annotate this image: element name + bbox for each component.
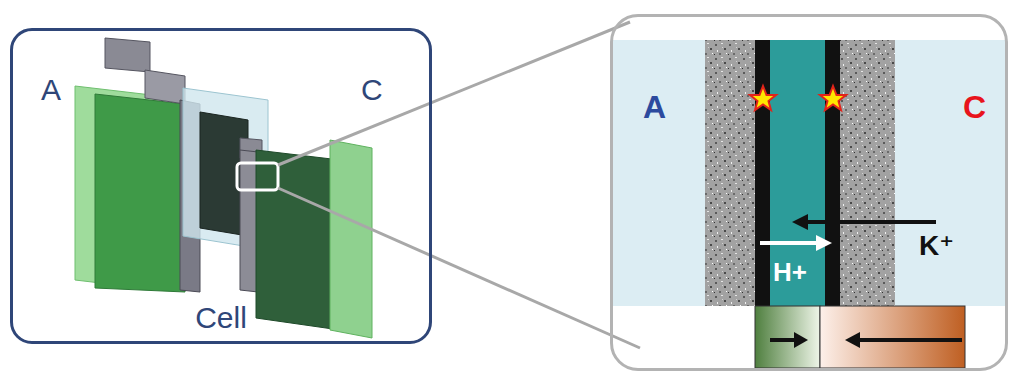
arrow-head: [845, 332, 860, 348]
star-marker: [820, 86, 846, 110]
cathode-label: C: [963, 91, 986, 123]
ion-label: K⁺: [919, 232, 954, 260]
zoom-line: [278, 22, 630, 165]
cathode-endplate: [256, 150, 340, 330]
gradient-bar-cathode: [820, 306, 965, 368]
arrow-head: [794, 332, 808, 348]
membrane: [770, 40, 825, 306]
bar-arrow: [770, 338, 796, 342]
magnified-panel: A C K⁺ H+: [610, 14, 1008, 371]
cell-label: Cell: [195, 303, 247, 333]
magnified-view: [613, 40, 1006, 368]
electrolyte: [613, 40, 1006, 306]
bar-arrow: [858, 338, 962, 342]
anode-label: A: [643, 91, 666, 123]
cathode-electrode: [838, 40, 895, 306]
anode-tab-base: [145, 70, 185, 104]
zoom-line: [278, 188, 640, 348]
cathode-label: C: [361, 75, 383, 105]
ion-label: H+: [773, 259, 807, 285]
anode-tab: [105, 38, 150, 72]
catalyst-layer: [755, 40, 770, 306]
k-flux-arrow: [806, 220, 936, 224]
cell-stack: [75, 38, 372, 338]
h-flux-arrow: [760, 241, 818, 245]
gradient-bar-anode: [755, 306, 820, 368]
arrow-head: [792, 214, 808, 230]
star-marker: [750, 86, 776, 110]
cell-panel: A C Cell: [10, 28, 432, 344]
arrow-head: [816, 235, 832, 251]
cathode-endplate-back: [330, 140, 372, 338]
anode-endplate: [95, 94, 185, 292]
anode-label: A: [41, 75, 61, 105]
zoom-box: [237, 163, 278, 190]
anode-electrode: [705, 40, 757, 306]
catalyst-layer: [825, 40, 840, 306]
